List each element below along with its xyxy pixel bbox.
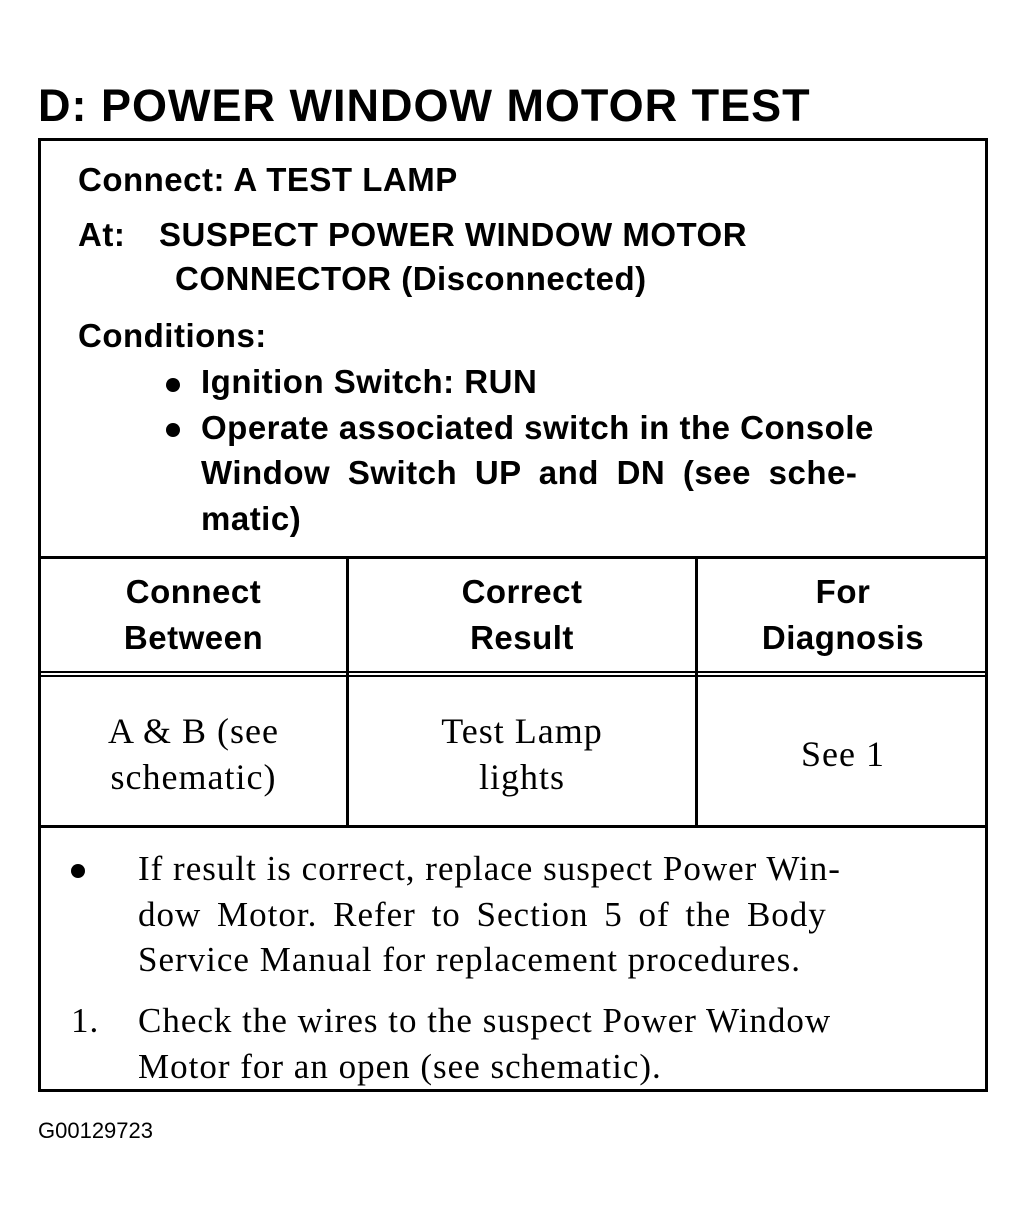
note-bullet-line-3: Service Manual for replacement procedure… bbox=[138, 940, 801, 979]
at-label: At: bbox=[78, 216, 126, 253]
conditions-label: Conditions: bbox=[78, 317, 267, 354]
header-correct-result: Correct Result bbox=[349, 559, 695, 671]
cell-line: Test Lamp bbox=[441, 711, 603, 751]
header-connect-between: Connect Between bbox=[41, 559, 346, 671]
header-line: For bbox=[815, 573, 871, 610]
cell-line: A & B (see bbox=[108, 711, 279, 751]
table-row: A & B (see schematic) Test Lamp lights S… bbox=[41, 683, 985, 828]
figure-id: G00129723 bbox=[38, 1118, 153, 1143]
bullet-icon bbox=[71, 864, 85, 878]
header-for-diagnosis: For Diagnosis bbox=[698, 559, 988, 671]
cell-line: lights bbox=[478, 757, 565, 797]
condition-2-line-3: matic) bbox=[201, 500, 302, 537]
header-line: Connect bbox=[125, 573, 262, 610]
test-box: Connect: A TEST LAMP At: SUSPECT POWER W… bbox=[38, 138, 988, 1092]
at-line-2: CONNECTOR (Disconnected) bbox=[175, 260, 647, 297]
page-title: D: POWER WINDOW MOTOR TEST bbox=[38, 80, 811, 131]
bullet-icon bbox=[166, 423, 180, 437]
note-item-line-2: Motor for an open (see schematic). bbox=[138, 1047, 662, 1086]
cell-line: schematic) bbox=[110, 757, 277, 797]
condition-1: Ignition Switch: RUN bbox=[201, 363, 538, 400]
header-line: Result bbox=[470, 619, 574, 656]
column-divider bbox=[346, 559, 349, 828]
cell-correct-result: Test Lamp lights bbox=[349, 683, 695, 825]
column-divider bbox=[695, 559, 698, 828]
header-line: Diagnosis bbox=[761, 619, 925, 656]
cell-connect-between: A & B (see schematic) bbox=[41, 683, 346, 825]
header-line: Correct bbox=[461, 573, 583, 610]
condition-2-line-1: Operate associated switch in the Console bbox=[201, 409, 874, 446]
bullet-icon bbox=[166, 378, 180, 392]
setup-section: Connect: A TEST LAMP At: SUSPECT POWER W… bbox=[41, 141, 985, 559]
table-header-row: Connect Between Correct Result For Diagn… bbox=[41, 559, 985, 677]
connect-line: Connect: A TEST LAMP bbox=[78, 161, 458, 198]
notes-section: If result is correct, replace suspect Po… bbox=[41, 828, 985, 1092]
note-bullet-line-1: If result is correct, replace suspect Po… bbox=[138, 849, 841, 888]
at-line-1: SUSPECT POWER WINDOW MOTOR bbox=[159, 216, 748, 253]
cell-line: See 1 bbox=[801, 734, 885, 774]
cell-for-diagnosis: See 1 bbox=[698, 683, 988, 825]
header-line: Between bbox=[123, 619, 264, 656]
note-item-line-1: Check the wires to the suspect Power Win… bbox=[138, 1001, 832, 1040]
condition-2-line-2: Window Switch UP and DN (see sche- bbox=[201, 454, 858, 491]
note-bullet-line-2: dow Motor. Refer to Section 5 of the Bod… bbox=[138, 895, 827, 934]
note-item-number: 1. bbox=[71, 1001, 100, 1040]
